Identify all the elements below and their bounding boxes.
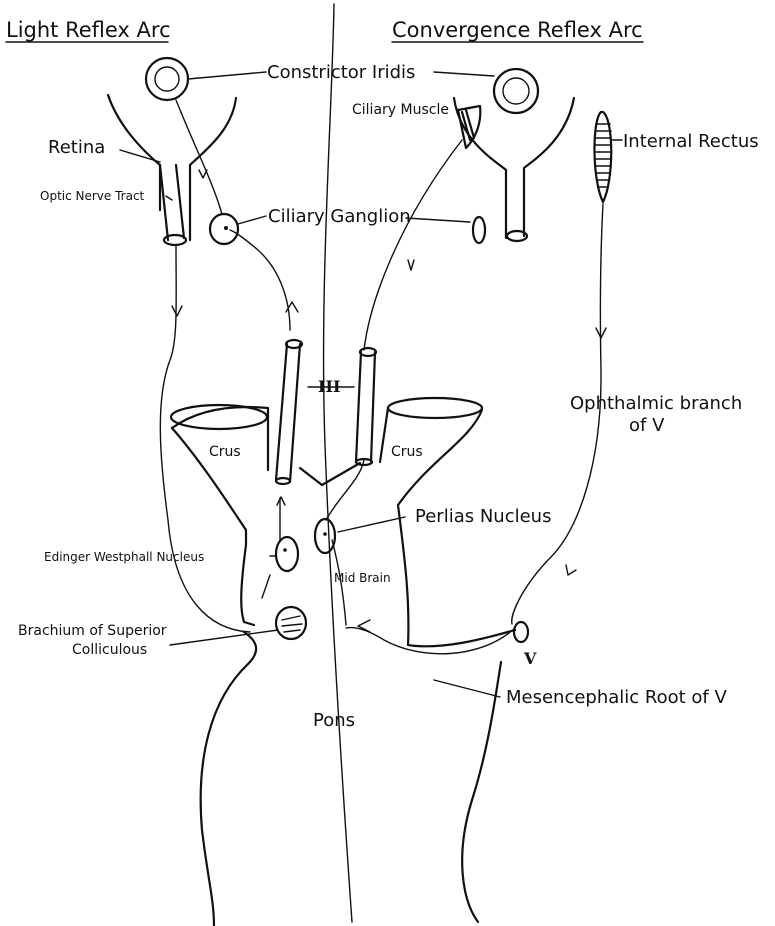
ciliary-ganglion-right xyxy=(473,217,485,243)
pons-outline xyxy=(201,632,501,926)
perlias-dot xyxy=(323,532,327,536)
label-retina: Retina xyxy=(48,137,105,158)
nerve-V-end xyxy=(514,622,528,642)
ciliary-ganglion-left xyxy=(210,214,238,244)
label-mesencephalic-root: Mesencephalic Root of V xyxy=(506,687,727,708)
label-brachium-1: Brachium of Superior xyxy=(18,623,167,639)
ciliary-ganglion-left-dot xyxy=(224,226,228,230)
label-perlias-nucleus: Perlias Nucleus xyxy=(415,506,551,527)
midline xyxy=(324,4,352,922)
retina-cup-right xyxy=(454,98,574,238)
label-mid-brain: Mid Brain xyxy=(334,571,391,585)
right-eye xyxy=(454,69,611,243)
label-ciliary-ganglion: Ciliary Ganglion xyxy=(268,206,411,227)
title-convergence-reflex-arc: Convergence Reflex Arc xyxy=(392,18,643,42)
label-constrictor-iridis: Constrictor Iridis xyxy=(267,62,415,83)
constrictor-iridis-right xyxy=(494,69,538,113)
constrictor-iridis-left xyxy=(146,58,188,100)
label-ciliary-muscle: Ciliary Muscle xyxy=(352,102,449,118)
brachium-superior-colliculus xyxy=(276,607,306,639)
label-crus-right: Crus xyxy=(391,444,423,460)
label-brachium-2: Colliculous xyxy=(72,642,147,658)
edinger-westphall-nucleus xyxy=(276,537,298,571)
label-nerve-V: V xyxy=(523,649,537,668)
internal-rectus-striations xyxy=(595,124,611,187)
left-eye xyxy=(108,58,238,245)
label-ophthalmic-branch-2: of V xyxy=(629,415,665,436)
perlias-nucleus xyxy=(315,519,335,553)
label-crus-left: Crus xyxy=(209,444,241,460)
label-ophthalmic-branch-1: Ophthalmic branch xyxy=(570,393,742,414)
title-light-reflex-arc: Light Reflex Arc xyxy=(6,18,171,42)
constrictor-iridis-right-inner xyxy=(503,78,529,104)
optic-nerve-left xyxy=(160,165,184,240)
internal-rectus xyxy=(594,112,611,202)
label-pons: Pons xyxy=(313,710,355,731)
constrictor-iridis-left-inner xyxy=(155,67,179,91)
label-edinger-westphall-nucleus: Edinger Westphall Nucleus xyxy=(44,550,204,564)
edinger-westphall-dot xyxy=(283,548,287,552)
retina-cup-left xyxy=(108,95,236,240)
label-internal-rectus: Internal Rectus xyxy=(623,131,759,152)
label-nerve-III: III xyxy=(318,377,340,396)
label-optic-nerve-tract: Optic Nerve Tract xyxy=(40,189,145,203)
brachium-hatching xyxy=(282,616,302,632)
